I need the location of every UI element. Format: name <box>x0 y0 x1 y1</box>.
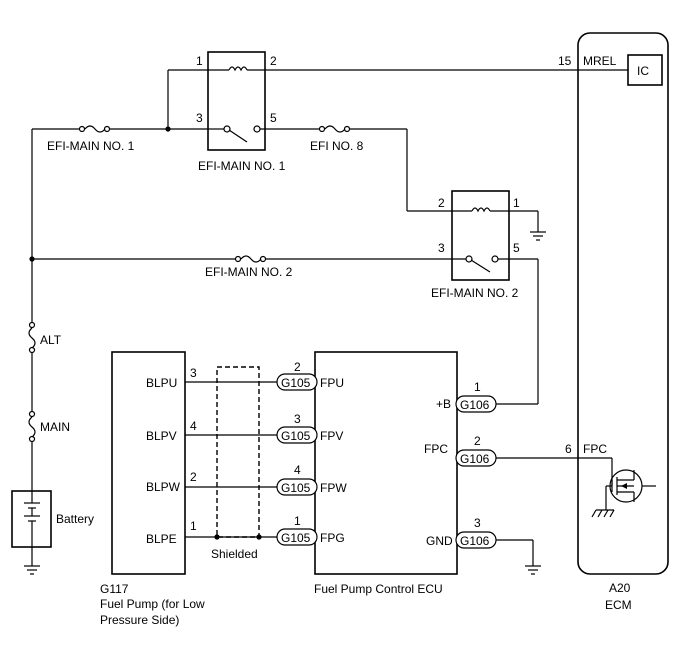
fuse-efi-main-1-icon <box>78 125 111 133</box>
shield-outline <box>216 366 260 538</box>
ecu-box <box>314 351 458 575</box>
fuse-efi-main-2-label: EFI-MAIN NO. 2 <box>205 265 293 279</box>
ecm-code: A20 <box>609 581 631 595</box>
fuse-main-icon <box>28 410 36 443</box>
fuse-main-label: MAIN <box>40 420 70 434</box>
ecm-box <box>577 32 669 575</box>
fuel-pump-box <box>111 351 186 575</box>
shielded-label: Shielded <box>211 547 258 561</box>
relay1-pin-2: 2 <box>270 54 277 68</box>
relay2-coil-icon <box>471 207 491 213</box>
fuse-alt-icon <box>28 321 36 354</box>
fuel-pump-pin-num-2: 2 <box>190 470 197 484</box>
ecm-mrel-label: MREL <box>583 54 617 68</box>
ecu-pin-num-fpg: 1 <box>294 514 301 528</box>
fuse-efi-8-icon <box>318 125 351 133</box>
connector-g105-fpg <box>276 528 318 546</box>
fuse-efi-main-1-label: EFI-MAIN NO. 1 <box>47 139 135 153</box>
fuel-pump-pin-num-4: 4 <box>190 419 197 433</box>
ecu-pin-name-fpu: FPU <box>320 376 344 390</box>
fuel-pump-pin-name-blpw: BLPW <box>146 480 181 494</box>
ecu-pin-num-fpv: 3 <box>294 412 301 426</box>
chassis-ground-icon <box>591 502 615 518</box>
battery-ground-icon <box>24 565 40 575</box>
relay2-pin-5: 5 <box>513 241 520 255</box>
relay1-coil-icon <box>228 66 248 72</box>
ecu-pin-num-fpu: 2 <box>294 360 301 374</box>
fuel-pump-name-line2: Pressure Side) <box>100 613 179 627</box>
connector-g105-fpv <box>276 426 318 444</box>
connector-g106-gnd-label: G106 <box>460 534 490 548</box>
fuse-efi-main-2-icon <box>234 255 267 263</box>
fuse-efi-8-label: EFI NO. 8 <box>310 139 364 153</box>
connector-g106-fpc-label: G106 <box>460 452 490 466</box>
ecu-name: Fuel Pump Control ECU <box>314 582 443 596</box>
connector-g106-b-label: G106 <box>460 398 490 412</box>
ecm-ic-label: IC <box>637 64 649 78</box>
relay2-label: EFI-MAIN NO. 2 <box>431 286 519 300</box>
ecu-ground-icon <box>525 565 541 575</box>
relay1-pin-5: 5 <box>270 111 277 125</box>
fuel-pump-pin-name-blpu: BLPU <box>146 376 177 390</box>
relay1-pin-3: 3 <box>196 111 203 125</box>
fuse-alt-label: ALT <box>40 333 62 347</box>
battery-icon <box>24 491 40 547</box>
relay1-pin-1: 1 <box>196 54 203 68</box>
ecu-pin-name-fpc: FPC <box>424 442 448 456</box>
connector-g105-fpu-label: G105 <box>281 376 311 390</box>
relay1-label: EFI-MAIN NO. 1 <box>198 159 286 173</box>
fuel-pump-code: G117 <box>100 582 129 596</box>
ecu-pin-num-b: 1 <box>474 380 481 394</box>
ecm-mrel-pin: 15 <box>558 54 572 68</box>
battery-label: Battery <box>56 512 94 526</box>
connector-g106-b <box>455 395 497 413</box>
ecm-fpc-label: FPC <box>583 442 607 456</box>
fuel-pump-pin-name-blpv: BLPV <box>146 429 177 443</box>
relay2-box <box>451 190 510 281</box>
ground-icon <box>530 231 546 241</box>
ecm-fpc-pin: 6 <box>565 442 572 456</box>
ecu-pin-num-gnd: 3 <box>474 516 481 530</box>
connector-g105-fpv-label: G105 <box>281 429 311 443</box>
mosfet-icon <box>605 458 656 503</box>
connector-g105-fpw-label: G105 <box>281 481 311 495</box>
connector-g105-fpg-label: G105 <box>281 531 311 545</box>
ecm-name: ECM <box>605 598 632 612</box>
fuel-pump-pin-num-1: 1 <box>190 519 197 533</box>
relay2-pin-1: 1 <box>513 196 520 210</box>
ecu-pin-name-b: +B <box>436 397 451 411</box>
ecu-pin-num-fpc: 2 <box>474 434 481 448</box>
connector-g105-fpu <box>276 373 318 391</box>
connector-g105-fpw <box>276 478 318 496</box>
fuel-pump-pin-name-blpe: BLPE <box>146 532 177 546</box>
ecu-pin-num-fpw: 4 <box>294 463 301 477</box>
ecu-pin-name-gnd: GND <box>426 534 453 548</box>
relay2-pin-2: 2 <box>438 196 445 210</box>
relay2-pin-3: 3 <box>438 241 445 255</box>
ecu-pin-name-fpw: FPW <box>320 481 347 495</box>
fuel-pump-pin-num-3: 3 <box>190 366 197 380</box>
ecu-pin-name-fpg: FPG <box>320 531 345 545</box>
ecu-pin-name-fpv: FPV <box>320 429 343 443</box>
fuel-pump-name-line1: Fuel Pump (for Low <box>100 597 205 611</box>
